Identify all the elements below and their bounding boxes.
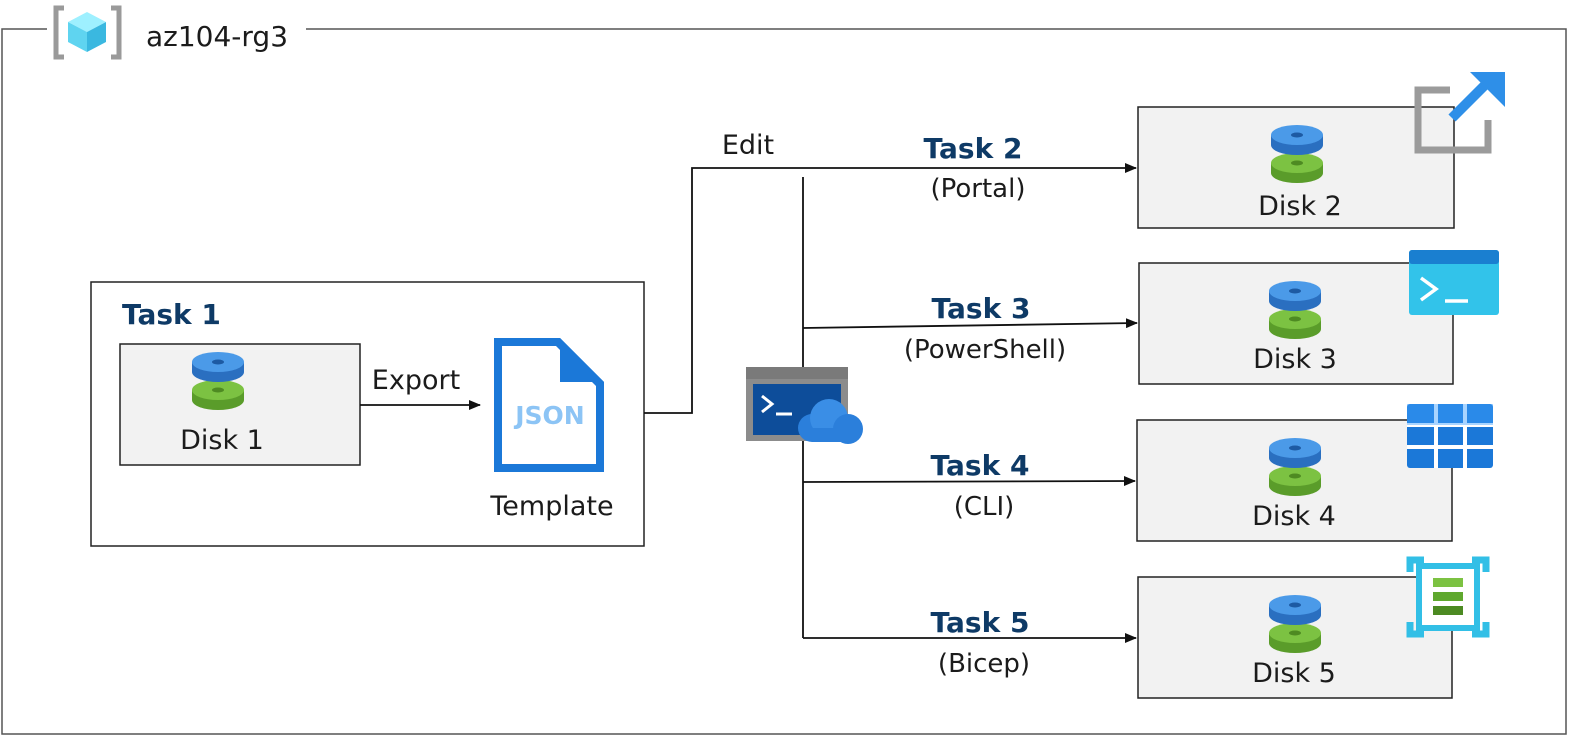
disk2-label: Disk 2 [1258,191,1342,222]
task3-method: (PowerShell) [904,335,1066,365]
edit-arrow [644,163,1137,414]
template-label: Template [489,491,613,522]
resource-group-name: az104-rg3 [146,20,288,53]
disk5-box[interactable]: Disk 5 [1137,576,1453,699]
json-template-icon: JSON [494,338,604,472]
disk1-label: Disk 1 [180,425,264,456]
disk4-box[interactable]: Disk 4 [1136,419,1453,542]
cli-grid-icon [1407,404,1493,468]
cloud-shell-icon [746,367,863,444]
edit-label: Edit [722,130,774,161]
json-badge: JSON [513,401,584,430]
powershell-console-icon [1409,250,1499,315]
task4-title: Task 4 [931,449,1030,482]
disk5-label: Disk 5 [1252,658,1336,689]
task4-method: (CLI) [954,492,1015,522]
export-label: Export [372,365,460,396]
disk3-label: Disk 3 [1253,344,1337,375]
task1-title: Task 1 [122,298,221,331]
task3-title: Task 3 [932,292,1031,325]
disk4-label: Disk 4 [1252,501,1336,532]
task5-title: Task 5 [931,606,1030,639]
disk3-box[interactable]: Disk 3 [1138,262,1454,385]
resource-group-frame [1,28,1567,735]
task2-method: (Portal) [931,174,1026,204]
task3-arrow [802,318,1138,329]
disk1-box[interactable]: Disk 1 [119,343,361,466]
bicep-file-icon [1406,556,1490,638]
resource-group-icon [53,5,122,60]
task4-arrow [802,476,1136,487]
task2-title: Task 2 [924,132,1023,165]
disk2-box[interactable]: Disk 2 [1137,106,1455,229]
task5-method: (Bicep) [938,649,1030,679]
portal-external-link-icon [1414,72,1505,154]
